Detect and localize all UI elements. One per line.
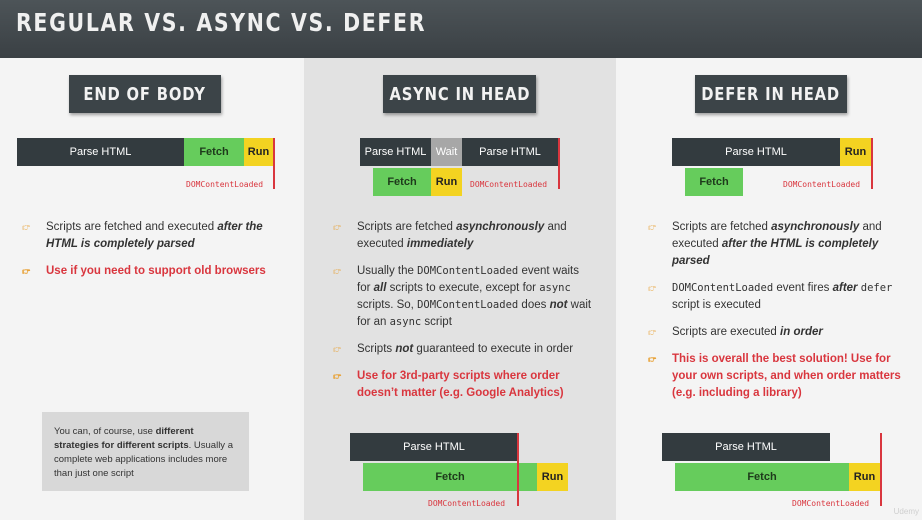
domcontentloaded-label: DOMContentLoaded	[792, 499, 870, 508]
list-item: 👉︎Use for 3rd-party scripts where order …	[333, 370, 564, 399]
wait-bar: Wait	[431, 138, 462, 166]
domcontentloaded-label: DOMContentLoaded	[186, 180, 264, 189]
fetch-bar: Fetch	[184, 138, 244, 166]
parse-html-bar: Parse HTML	[672, 138, 840, 166]
parse-html-bar: Parse HTML	[662, 433, 830, 461]
list-item: 👉︎Scripts not guaranteed to execute in o…	[333, 341, 593, 358]
column-title: DEFER IN HEAD	[695, 75, 847, 113]
domcontentloaded-marker	[558, 138, 560, 189]
pointing-hand-icon: 👉︎	[22, 265, 31, 277]
run-bar: Run	[244, 138, 273, 166]
fetch-bar: Fetch	[685, 168, 743, 196]
domcontentloaded-marker	[880, 433, 882, 506]
pointing-hand-icon: 👉︎	[333, 221, 342, 233]
pointing-hand-icon: 👉︎	[648, 326, 657, 338]
run-bar: Run	[849, 463, 880, 491]
domcontentloaded-marker	[871, 138, 873, 189]
fetch-bar: Fetch	[373, 168, 431, 196]
column-defer-in-head: DEFER IN HEAD Parse HTML Run Fetch DOMCo…	[616, 58, 922, 520]
list-item: 👉︎Usually the DOMContentLoaded event wai…	[333, 265, 592, 328]
header-bar: REGULAR VS. ASYNC VS. DEFER	[0, 0, 922, 58]
list-item: 👉︎Use if you need to support old browser…	[22, 263, 284, 280]
pointing-hand-icon: 👉︎	[648, 353, 657, 365]
pointing-hand-icon: 👉︎	[648, 282, 657, 294]
bullet-list: 👉︎Scripts are fetched asynchronously and…	[648, 219, 910, 412]
column-async-in-head: ASYNC IN HEAD Parse HTML Wait Parse HTML…	[304, 58, 616, 520]
domcontentloaded-label: DOMContentLoaded	[428, 499, 506, 508]
parse-html-bar: Parse HTML	[17, 138, 184, 166]
pointing-hand-icon: 👉︎	[333, 343, 342, 355]
run-bar: Run	[431, 168, 462, 196]
note-box: You can, of course, use different strate…	[42, 412, 249, 491]
bullet-list: 👉︎Scripts are fetched asynchronously and…	[333, 219, 593, 412]
domcontentloaded-label: DOMContentLoaded	[783, 180, 861, 189]
domcontentloaded-marker	[273, 138, 275, 189]
parse-html-bar: Parse HTML	[350, 433, 518, 461]
parse-html-bar: Parse HTML	[360, 138, 431, 166]
pointing-hand-icon: 👉︎	[648, 221, 657, 233]
domcontentloaded-marker	[517, 433, 519, 506]
run-bar: Run	[537, 463, 568, 491]
pointing-hand-icon: 👉︎	[333, 265, 342, 277]
parse-html-bar: Parse HTML	[462, 138, 558, 166]
pointing-hand-icon: 👉︎	[333, 370, 342, 382]
column-title: END OF BODY	[69, 75, 221, 113]
list-item: 👉︎Scripts are executed in order	[648, 324, 910, 341]
column-end-of-body: END OF BODY Parse HTML Fetch Run DOMCont…	[0, 58, 304, 520]
run-bar: Run	[840, 138, 871, 166]
list-item: 👉︎This is overall the best solution! Use…	[648, 353, 901, 399]
list-item: 👉︎Scripts are fetched asynchronously and…	[648, 221, 882, 267]
fetch-bar: Fetch	[363, 463, 537, 491]
domcontentloaded-label: DOMContentLoaded	[470, 180, 548, 189]
pointing-hand-icon: 👉︎	[22, 221, 31, 233]
watermark-logo: Udemy	[893, 507, 919, 516]
bullet-list: 👉︎Scripts are fetched and executed after…	[22, 219, 284, 290]
list-item: 👉︎Scripts are fetched asynchronously and…	[333, 221, 567, 250]
fetch-bar: Fetch	[675, 463, 849, 491]
page-title: REGULAR VS. ASYNC VS. DEFER	[16, 8, 427, 37]
column-title: ASYNC IN HEAD	[383, 75, 536, 113]
list-item: 👉︎DOMContentLoaded event fires after def…	[648, 282, 893, 311]
list-item: 👉︎Scripts are fetched and executed after…	[22, 221, 263, 250]
